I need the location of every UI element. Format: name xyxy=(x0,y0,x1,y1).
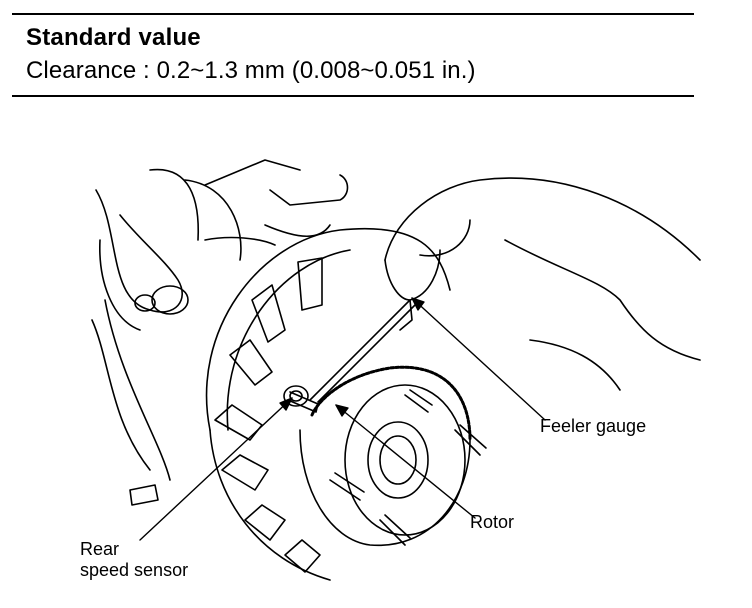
feeler-gauge-leader xyxy=(411,297,546,421)
rear-speed-sensor-label: Rear speed sensor xyxy=(80,539,188,581)
backing-plate xyxy=(205,227,451,581)
suspension-arm xyxy=(91,159,349,481)
rear-speed-sensor-label-line1: Rear xyxy=(80,539,120,559)
rotor-arrowhead xyxy=(335,404,349,417)
hand-with-feeler-gauge xyxy=(309,177,701,403)
bottom-rule xyxy=(12,95,694,97)
rotor-and-hub xyxy=(129,365,487,547)
sensor-arrowhead xyxy=(279,397,293,411)
rotor-label: Rotor xyxy=(470,512,515,532)
rotor-leader xyxy=(335,404,476,519)
top-rule xyxy=(12,13,694,15)
feeler-gauge-label: Feeler gauge xyxy=(540,416,647,436)
feeler-gauge-arrowhead xyxy=(411,297,425,311)
sensor-leader xyxy=(139,397,293,541)
standard-value-heading: Standard value xyxy=(26,24,201,51)
callout-leaders xyxy=(139,297,546,541)
rear-speed-sensor-label-line2: speed sensor xyxy=(80,560,189,580)
clearance-spec: Clearance : 0.2~1.3 mm (0.008~0.051 in.) xyxy=(26,57,476,84)
